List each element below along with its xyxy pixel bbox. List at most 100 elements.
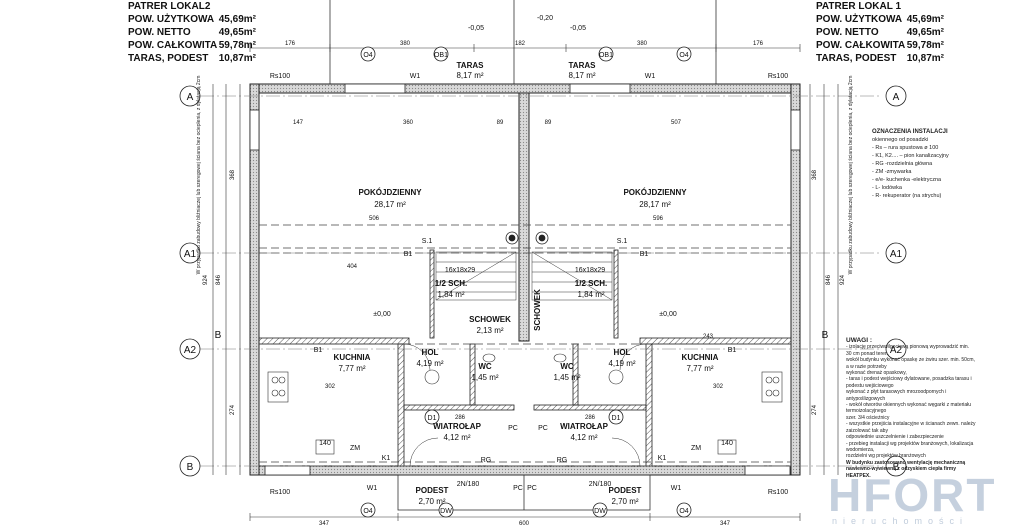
summary-right-row: TARAS, PODEST 10,87m² [816,52,944,65]
room-left-wc-area: 1,45 m² [471,373,498,382]
dim-bottom-1: 347 [319,521,330,527]
dim-right-2: 846 [826,274,832,285]
section-markers [360,46,692,518]
level-right: ±0,00 [659,311,677,318]
summary-left-value: 49,65m² [218,27,256,38]
dim-inner-3: 89 [497,120,504,126]
summary-left-label: TARAS, PODEST [128,53,209,64]
dim-left-4: 274 [230,404,236,415]
room-left-terrace-area: 8,17 m² [456,71,483,80]
o4-right: O4 [679,52,688,59]
pc-right: PC [538,425,548,432]
axis-b-left: B [187,462,194,473]
axis-a-right: A [893,92,900,103]
summary-left-value: 10,87m² [218,53,256,64]
summary-right-value: 45,69m² [906,14,944,25]
porch-outline [397,474,651,511]
zm-left: ZM [350,445,360,452]
summary-left-row: TARAS, PODEST 10,87m² [128,52,256,65]
d1-left: D1 [428,415,437,422]
axis-a-left: A [187,92,194,103]
stair-spec-left: 16x18x29 [445,267,475,274]
s1-left: S.1 [422,238,433,245]
room-right-porch-name: PODEST [609,486,642,495]
room-right-vestibule-area: 4,12 m² [570,433,597,442]
room-left-storage-area: 2,13 m² [476,326,503,335]
room-right-kitchen-area: 7,77 m² [686,364,713,373]
axis-a1-right: A1 [890,249,903,260]
o4-left: O4 [363,52,372,59]
dim-top-3: 182 [515,41,526,47]
stair-spec-right: 16x18x29 [575,267,605,274]
room-right-wc-area: 1,45 m² [553,373,580,382]
room-left-living-area: 28,17 m² [374,200,406,209]
legend-item: - ZM -zmywarka [872,169,912,175]
o1-bottom-left: O4 [363,508,372,515]
summary-right-label: POW. CAŁKOWITA [816,40,906,51]
stairs [435,251,613,301]
b1-label-1: B1 [404,251,413,258]
notes-item: szer. 3/4 ościeżnicy [846,414,890,421]
axis-bubbles [179,85,907,477]
ob1-right: OB1 [599,52,613,59]
room-left-vestibule-name: WIATROŁAP [433,422,482,431]
notes-item: wokół budynku wykonać opaskę ze żwiru sz… [846,357,975,370]
summary-right-title: PATRER LOKAL 1 [816,1,902,12]
bottom-dimension-line [249,513,801,521]
dim-inner-8: 404 [347,264,358,270]
dim-bottom-2: 600 [519,521,530,527]
dim-inner-6: 506 [369,216,380,222]
room-right-stairs-area: 1,84 m² [577,290,604,299]
summary-right-label: TARAS, PODEST [816,53,897,64]
summary-left-value: 59,78m² [218,40,256,51]
w1-top-right: W1 [645,73,656,80]
zm-right: ZM [691,445,701,452]
door-2n-right: 2N/180 [589,481,612,488]
dim-top-2: 380 [400,41,411,47]
installation-legend: OZNACZENIA INSTALACJI okiennego od posad… [872,128,992,200]
o1-bottom-right: O4 [679,508,688,515]
notes-ventilation: W budynku zastosowano wentylację mechani… [846,459,966,479]
summary-right-label: POW. UŻYTKOWA [816,14,903,25]
legend-item: - L- lodówka [872,185,902,191]
room-left-kitchen-name: KUCHNIA [334,353,371,362]
dim-inner-4: 89 [545,120,552,126]
room-left-living-name: POKÓJDZIENNY [358,188,422,197]
level-terrace-left: -0,05 [468,25,484,32]
dim-top-5: 176 [753,41,764,47]
section-b-right: B [822,330,829,341]
b1-label-4: B1 [728,347,737,354]
rs100-top-right: Rs100 [768,73,788,80]
exterior-walls [249,83,801,476]
room-left-wc-name: WC [478,362,492,371]
summary-right-value: 10,87m² [906,53,944,64]
dim-right-3: 924 [840,274,846,285]
notes-item: wykonać z płyt tarasowych mrozoodpornych… [846,389,947,402]
room-left-porch-area: 2,70 m² [418,497,445,506]
room-left-porch-name: PODEST [416,486,449,495]
dim-inner-7: 596 [653,216,664,222]
dim-inner-9: 243 [703,334,714,340]
summary-right-label: POW. NETTO [816,27,879,38]
pc-porch-left: PC [513,485,523,492]
pc-left: PC [508,425,518,432]
w1-top-left: W1 [410,73,421,80]
dim-right-4: 274 [812,404,818,415]
notes-item: - wszystkie przejścia instalacyjne w ści… [846,421,976,434]
dim-inner-12: 286 [455,415,466,421]
w1-bottom-right: W1 [671,485,682,492]
dim-inner-5: 507 [671,120,682,126]
dim-inner-13: 286 [585,415,596,421]
dim-top-1: 176 [285,41,296,47]
rs100-top-left: Rs100 [270,73,290,80]
notes-item: - przebieg instalacji wg projektów branż… [846,440,974,453]
summary-left-label: POW. UŻYTKOWA [128,14,215,25]
dim-inner-2: 360 [403,120,414,126]
axis-a1-left: A1 [184,249,197,260]
dim-top-4: 380 [637,41,648,47]
room-right-wc-name: WC [560,362,574,371]
room-left-kitchen-area: 7,77 m² [338,364,365,373]
